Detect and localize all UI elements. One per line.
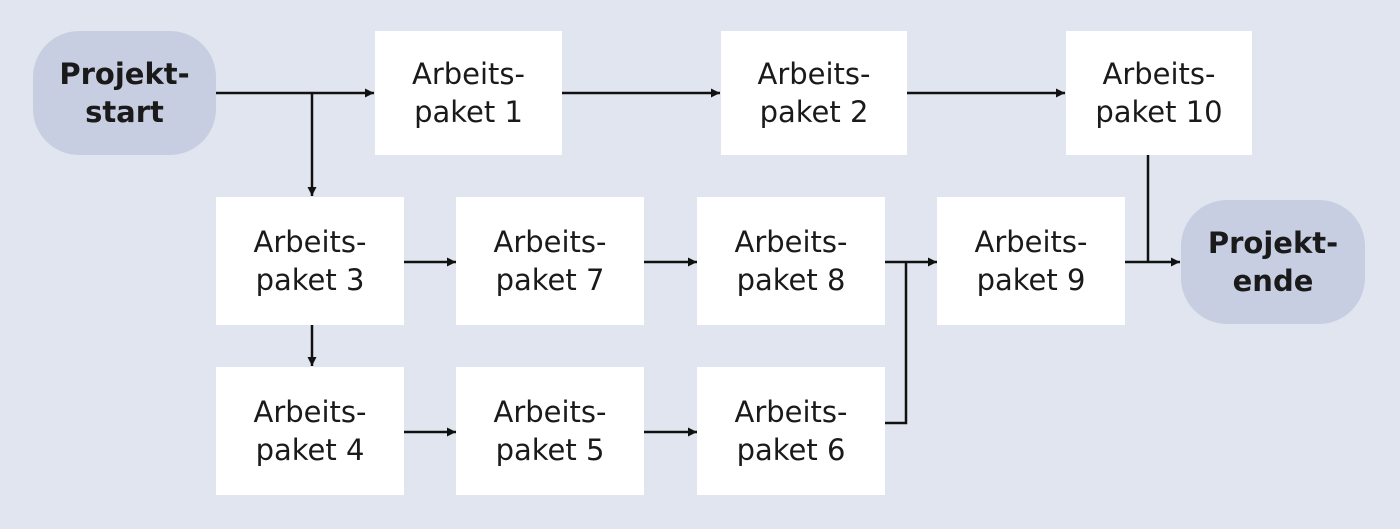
- node-label-line2: paket 1: [414, 95, 523, 129]
- node-label-line2: paket 10: [1095, 95, 1223, 129]
- node-label-line2: paket 9: [976, 263, 1086, 297]
- node-label-line2: ende: [1232, 264, 1314, 298]
- node-label-line2: start: [85, 95, 164, 129]
- work-package-5: Arbeits- paket 5: [456, 367, 644, 495]
- node-label-line1: Arbeits-: [253, 395, 367, 429]
- node-label-line2: paket 6: [736, 433, 846, 467]
- node-label-line2: paket 8: [736, 263, 846, 297]
- node-label-line1: Arbeits-: [757, 57, 871, 91]
- node-label-line2: paket 3: [255, 263, 365, 297]
- work-package-3: Arbeits- paket 3: [216, 197, 404, 325]
- node-label-line2: paket 5: [495, 433, 605, 467]
- project-end-node: Projekt- ende: [1181, 200, 1365, 324]
- work-package-4: Arbeits- paket 4: [216, 367, 404, 495]
- work-package-6: Arbeits- paket 6: [697, 367, 885, 495]
- work-package-9: Arbeits- paket 9: [937, 197, 1125, 325]
- edge-ap6-ap9: [885, 262, 908, 425]
- project-start-node: Projekt- start: [33, 31, 216, 155]
- node-label-line2: paket 7: [495, 263, 605, 297]
- work-package-1: Arbeits- paket 1: [375, 31, 562, 155]
- node-label-line2: paket 4: [255, 433, 365, 467]
- work-package-2: Arbeits- paket 2: [721, 31, 907, 155]
- work-package-7: Arbeits- paket 7: [456, 197, 644, 325]
- node-label-line1: Arbeits-: [253, 225, 367, 259]
- node-label-line1: Arbeits-: [1102, 57, 1216, 91]
- node-label-line2: paket 2: [759, 95, 869, 129]
- node-label-line1: Arbeits-: [493, 395, 607, 429]
- node-label-line1: Arbeits-: [734, 225, 848, 259]
- node-label-line1: Projekt-: [59, 57, 190, 91]
- node-label-line1: Arbeits-: [974, 225, 1088, 259]
- work-package-8: Arbeits- paket 8: [697, 197, 885, 325]
- node-label-line1: Arbeits-: [493, 225, 607, 259]
- node-label-line1: Arbeits-: [411, 57, 525, 91]
- work-package-10: Arbeits- paket 10: [1066, 31, 1252, 155]
- node-label-line1: Projekt-: [1207, 226, 1339, 260]
- node-label-line1: Arbeits-: [734, 395, 848, 429]
